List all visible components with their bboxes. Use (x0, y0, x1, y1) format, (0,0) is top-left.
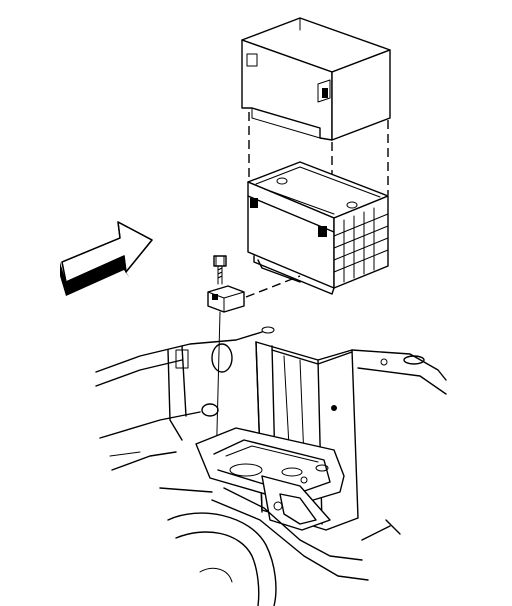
hold-down-retainer (207, 285, 245, 313)
wheelhouse (167, 512, 277, 606)
retainer-alignment-line (245, 275, 301, 298)
front-end-sheet-metal (95, 326, 447, 581)
battery-insulator-cover (241, 17, 391, 141)
hold-down-bolt (213, 255, 227, 285)
forward-direction-arrow (60, 221, 153, 296)
battery (247, 161, 389, 295)
